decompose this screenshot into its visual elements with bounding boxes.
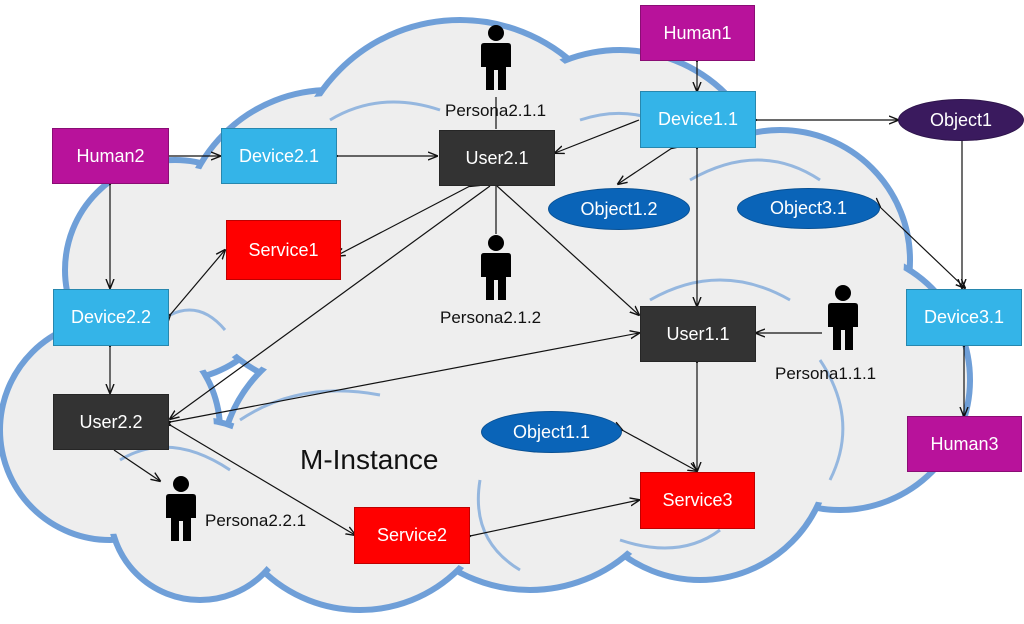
node-device2-1: Device2.1 [221,128,337,184]
node-device2-2: Device2.2 [53,289,169,346]
node-user1-1: User1.1 [640,306,756,362]
link-user2-1-service1 [336,186,470,256]
link-user2-1-user1-1 [496,185,639,315]
persona-1-1-1-figure-icon [828,285,858,350]
link-user2-2-persona2-2-1 [113,449,160,481]
link-object1-1-service3 [622,430,697,471]
node-user2-2: User2.2 [53,394,169,450]
link-service2-service3 [470,500,639,536]
node-service2: Service2 [354,507,470,564]
persona-2-2-1-figure-icon [166,476,196,541]
node-human1: Human1 [640,5,755,61]
node-human2: Human2 [52,128,169,184]
node-user2-1: User2.1 [439,130,555,186]
link-device1-1-user2-1 [555,119,640,153]
persona-2-2-1-label: Persona2.2.1 [205,511,307,530]
link-device2-2-service1 [170,250,225,315]
node-device1-1: Device1.1 [640,91,756,148]
node-object1: Object1 [898,99,1024,141]
node-service3: Service3 [640,472,755,529]
diagram-title: M-Instance [300,444,439,475]
link-user2-2-service2 [170,425,355,535]
persona-2-1-2-label: Persona2.1.2 [440,308,542,327]
persona-2-1-2-figure-icon [481,235,511,300]
link-user2-2-user1-1 [170,333,639,422]
link-object3-1-device3-1 [880,207,965,288]
node-human3: Human3 [907,416,1022,472]
persona-1-1-1-label: Persona1.1.1 [775,364,877,383]
persona-2-1-1-figure-icon [481,25,511,90]
node-object1-2: Object1.2 [548,188,690,230]
node-device3-1: Device3.1 [906,289,1022,346]
persona-2-1-1-label: Persona2.1.1 [445,101,547,120]
link-device1-1-object1-2 [618,148,672,184]
node-object3-1: Object3.1 [737,188,880,229]
node-service1: Service1 [226,220,341,280]
node-object1-1: Object1.1 [481,411,622,453]
